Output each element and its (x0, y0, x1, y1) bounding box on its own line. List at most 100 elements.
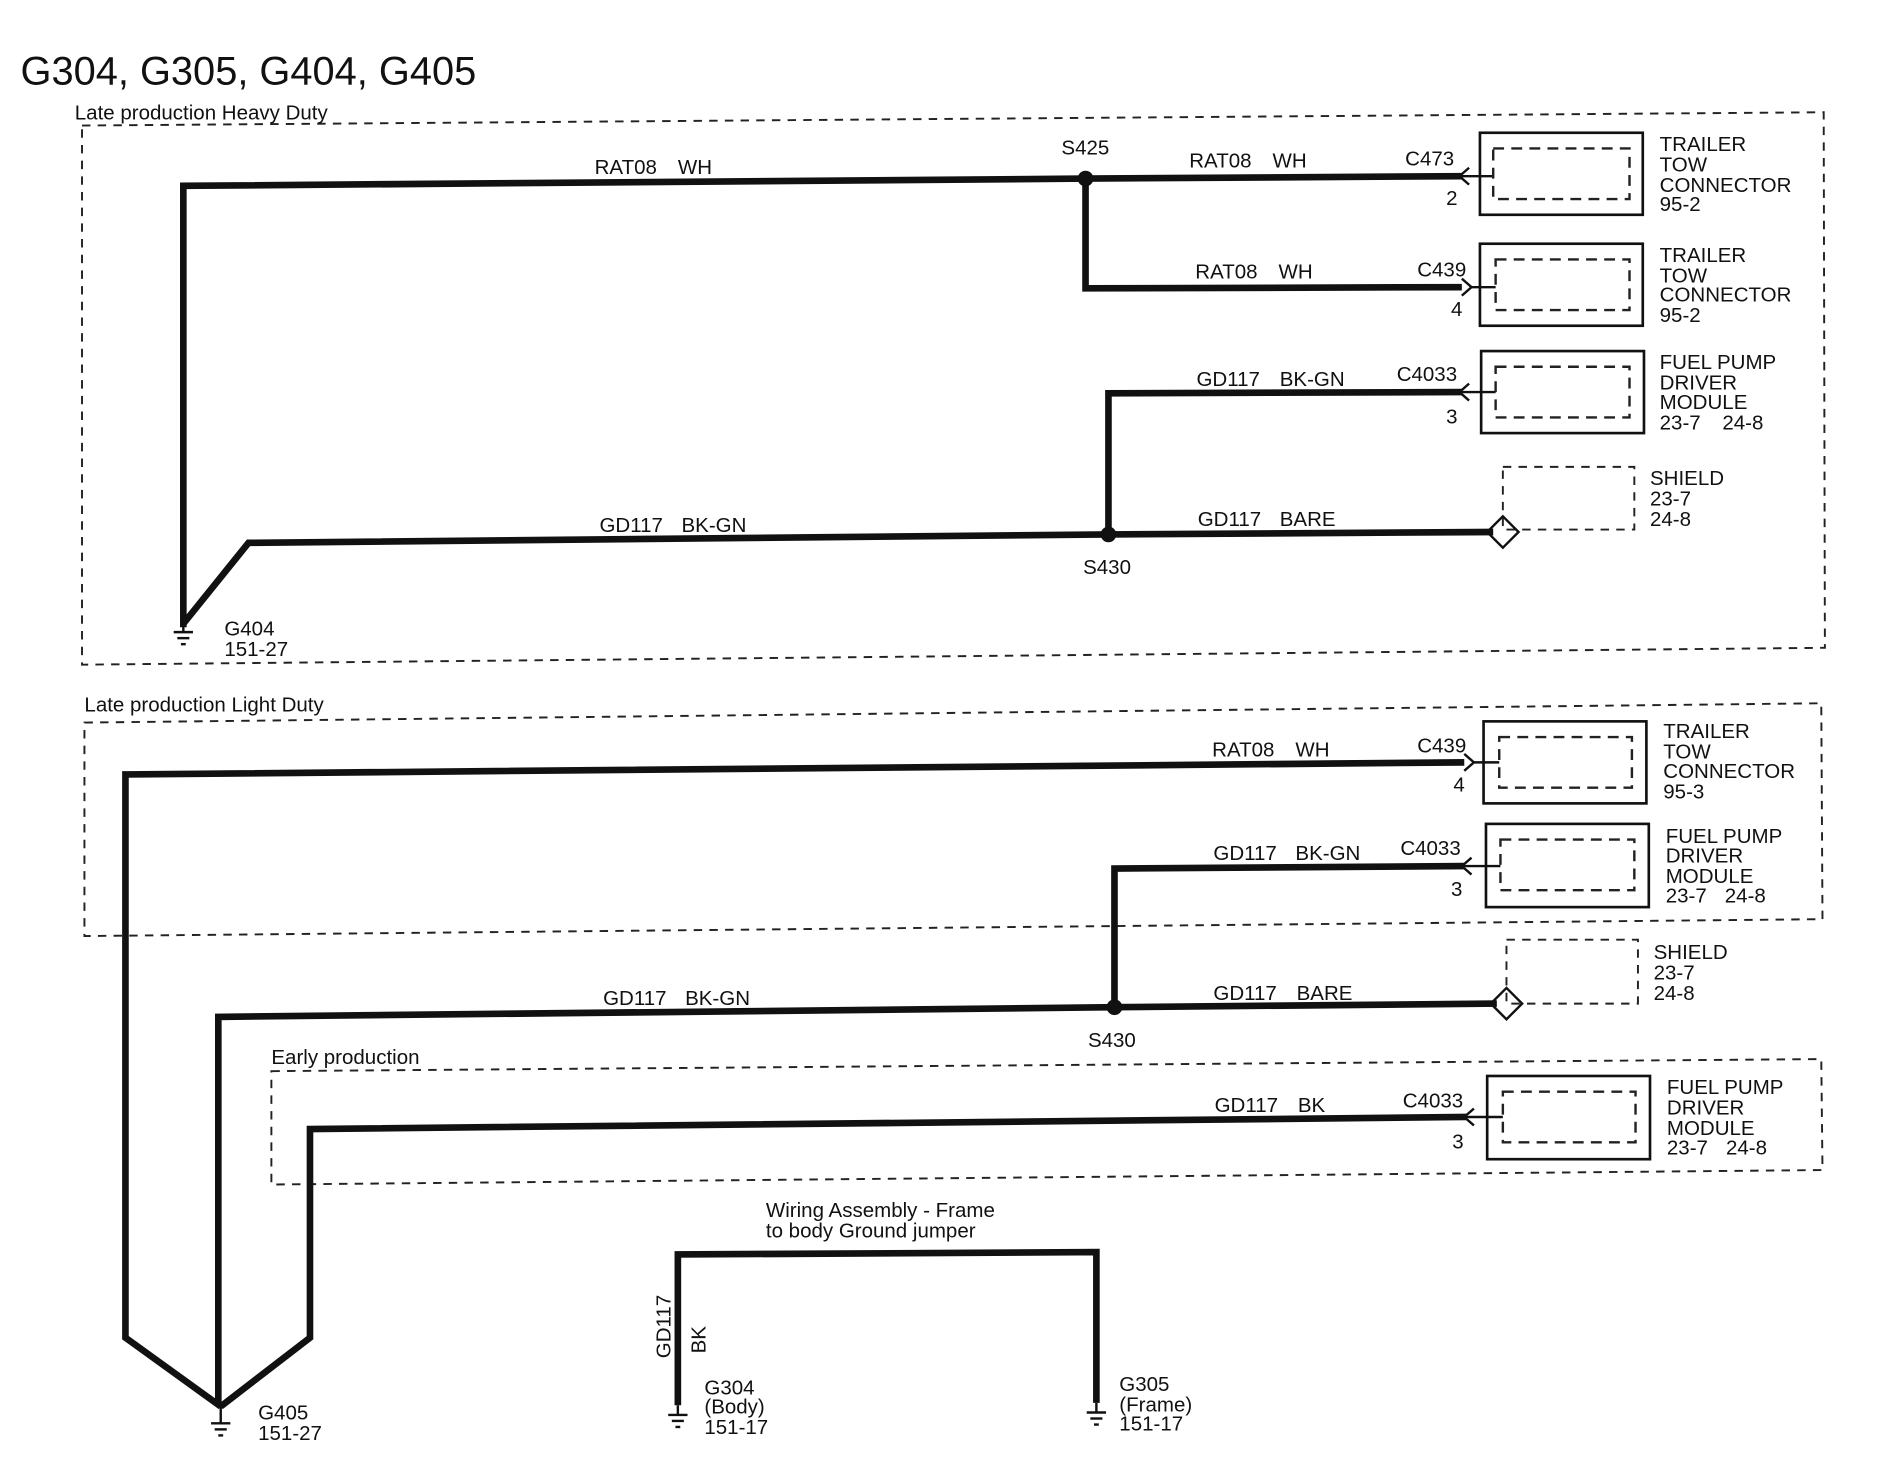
section-label-early-production: Early production (271, 1046, 419, 1069)
component-ref: 24-8 (1725, 884, 1766, 907)
ground-label-g305: G305 (1119, 1373, 1169, 1396)
ground-ref-g304: 151-17 (704, 1416, 768, 1439)
pin-number: 3 (1451, 878, 1462, 901)
component-inner-dashed (1499, 838, 1636, 892)
wire-rat08-top (180, 172, 1462, 628)
component-ref: 23-7 (1660, 411, 1701, 434)
wire-label-circuit: RAT08 (1195, 261, 1257, 284)
component-inner-dashed (1501, 1090, 1637, 1144)
section-early-production: Early production GD117 BK C4033 3 FUEL P… (218, 1046, 1824, 1410)
component-label-trailer-tow-connector: TRAILER TOW CONNECTOR 95-2 (1660, 133, 1792, 216)
ground-symbol-icon (1086, 1402, 1107, 1426)
pin-number: 4 (1453, 773, 1464, 796)
connector-label-c473: C473 (1405, 147, 1454, 170)
shield-label: SHIELD (1654, 941, 1728, 964)
pin-number: 3 (1446, 405, 1457, 428)
ground-ref-g404: 151-27 (224, 638, 288, 661)
splice-label-s430-light: S430 (1088, 1029, 1136, 1052)
ground-symbol-icon (668, 1405, 688, 1429)
component-box-fuel-pump-driver-module (1484, 822, 1651, 909)
splice-label-s430-heavy: S430 (1083, 556, 1131, 579)
wire-label-color: WH (1295, 738, 1329, 761)
wire-label-circuit: RAT08 (1189, 150, 1251, 173)
component-box-trailer-tow-connector (1478, 131, 1645, 217)
shield-diamond-icon (1489, 986, 1524, 1021)
connector-label-c4033: C4033 (1403, 1089, 1463, 1112)
ground-label-g405: G405 (258, 1402, 308, 1425)
component-label-line: CONNECTOR (1660, 284, 1792, 307)
component-ref: 23-7 (1666, 884, 1707, 907)
component-label-line: TOW (1660, 264, 1708, 287)
component-ref: 24-8 (1722, 411, 1763, 434)
component-label-fuel-pump-driver-module: FUEL PUMP DRIVER MODULE 23-7 24-8 (1666, 825, 1783, 907)
splice-s430-heavy (1100, 526, 1117, 543)
ground-desc-g305: (Frame) (1119, 1393, 1192, 1416)
component-ref: 95-3 (1663, 781, 1704, 804)
shield-ref: 24-8 (1650, 508, 1691, 531)
shield-diamond-icon (1485, 514, 1521, 550)
component-label-line: FUEL PUMP (1660, 351, 1777, 374)
wire-label-color: BK-GN (1295, 842, 1360, 865)
wire-label-color: WH (1272, 150, 1306, 173)
wire-label-circuit: GD117 (1198, 508, 1261, 531)
connector-label-c439: C439 (1417, 258, 1466, 281)
component-box-trailer-tow-connector (1478, 242, 1645, 328)
component-label-line: TOW (1663, 741, 1711, 764)
wire-label-color: BARE (1280, 508, 1336, 531)
component-label-line: DRIVER (1660, 372, 1737, 395)
wire-label-color: BK-GN (681, 514, 746, 537)
ground-symbol-icon (211, 1406, 231, 1437)
wire-rat08-c439 (1082, 178, 1462, 292)
component-label-line: TOW (1660, 153, 1708, 176)
shield-dashed-box (1501, 465, 1636, 531)
wire-label-circuit: RAT08 (1212, 738, 1274, 761)
wire-label-color: WH (678, 156, 712, 179)
component-label-line: MODULE (1666, 865, 1754, 888)
splice-label-s425: S425 (1061, 136, 1109, 159)
component-ref: 23-7 (1667, 1136, 1708, 1159)
shield-label: SHIELD (1650, 467, 1724, 490)
connector-arrow-icon (1461, 277, 1474, 297)
component-label-line: TRAILER (1660, 133, 1747, 156)
connector-label-c439: C439 (1417, 735, 1466, 758)
wire-label-circuit: GD117 (1196, 368, 1259, 391)
wire-label-color: BK (1298, 1094, 1326, 1117)
component-ref: 95-2 (1660, 304, 1701, 327)
component-label-fuel-pump-driver-module: FUEL PUMP DRIVER MODULE 23-7 24-8 (1667, 1076, 1784, 1159)
wire-label-color: BK-GN (685, 987, 750, 1010)
shield-dashed-box (1505, 938, 1639, 1005)
wire-label-color: BARE (1297, 982, 1353, 1005)
diagram-title: G304, G305, G404, G405 (21, 50, 477, 94)
component-label-line: DRIVER (1667, 1097, 1744, 1120)
connector-arrow-icon (1463, 753, 1476, 772)
component-label-line: TRAILER (1663, 720, 1750, 743)
component-inner-dashed (1494, 258, 1631, 312)
component-label-line: MODULE (1660, 391, 1748, 414)
shield-ref: 23-7 (1654, 961, 1695, 984)
wire-label-circuit: GD117 (599, 514, 662, 537)
wire-label-circuit: GD117 (603, 987, 666, 1010)
component-box-fuel-pump-driver-module (1479, 349, 1646, 435)
wire-gd117-ground-light (214, 1000, 1497, 1407)
wire-label-circuit: GD117 (1213, 982, 1276, 1005)
section-label-heavy-duty: Late production Heavy Duty (75, 101, 329, 124)
wire-gd117-early (218, 1113, 1467, 1410)
wire-label-color: BK (688, 1326, 711, 1354)
component-ref: 95-2 (1660, 193, 1701, 216)
ground-symbol-icon (173, 623, 193, 646)
component-box-fuel-pump-driver-module (1485, 1074, 1652, 1161)
component-ref: 24-8 (1726, 1136, 1767, 1159)
wire-rat08-light (122, 759, 1465, 1410)
component-inner-dashed (1498, 735, 1634, 789)
wire-label-circuit: RAT08 (595, 156, 657, 179)
component-label-line: DRIVER (1666, 844, 1743, 867)
component-label-trailer-tow-connector: TRAILER TOW CONNECTOR 95-2 (1660, 244, 1792, 327)
wire-gd117-jumper (674, 1248, 1100, 1406)
section-late-light-duty: Late production Light Duty S430 RAT08 WH… (83, 694, 1824, 1410)
ground-ref-g405: 151-27 (258, 1422, 322, 1445)
wire-gd117-c4033-light (1111, 862, 1465, 1008)
pin-number: 3 (1452, 1130, 1463, 1153)
splice-s425 (1077, 170, 1094, 187)
